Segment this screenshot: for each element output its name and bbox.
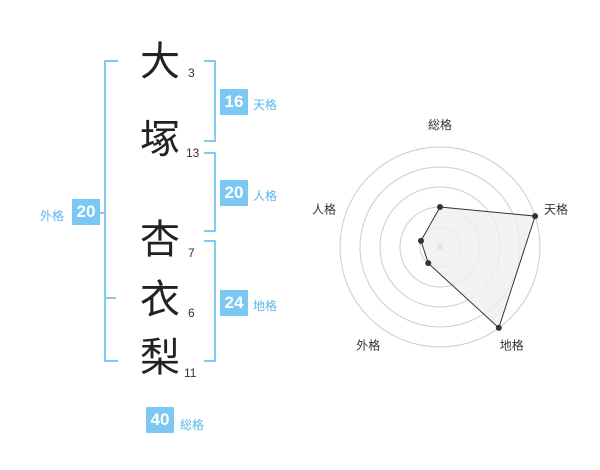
tenkaku-label: 天格 xyxy=(253,98,278,112)
jinkaku-label: 人格 xyxy=(253,189,278,203)
radar-axis-label-5: 人格 xyxy=(312,201,336,216)
radar-axis-label-4: 外格 xyxy=(356,338,380,353)
stroke-count-5: 11 xyxy=(184,366,197,380)
kanji-char-5: 梨 xyxy=(140,335,180,381)
radar-axis-label-3: 地格 xyxy=(500,338,524,353)
jinkaku-value-box: 20 xyxy=(220,180,248,206)
stroke-count-4: 6 xyxy=(188,306,195,320)
kanji-char-1: 大 xyxy=(140,39,180,85)
radar-axis-label-2: 天格 xyxy=(544,201,568,216)
radar-point-3 xyxy=(495,324,502,331)
radar-point-5 xyxy=(417,237,424,244)
gaikaku-value-box: 20 xyxy=(72,199,100,225)
kanji-char-3: 杏 xyxy=(140,217,180,263)
stroke-count-2: 13 xyxy=(186,146,200,160)
radar-series-polygon xyxy=(420,206,536,329)
chikaku-label: 地格 xyxy=(253,299,278,313)
tenkaku-value-box: 16 xyxy=(220,89,248,115)
tenkaku-bracket xyxy=(204,60,216,142)
kanji-char-2: 塚 xyxy=(140,117,180,163)
kanji-char-4: 衣 xyxy=(140,277,180,323)
stroke-count-3: 7 xyxy=(188,246,195,260)
gaikaku-bracket xyxy=(104,60,118,362)
soukaku-label: 総格 xyxy=(180,418,205,432)
radar-point-4 xyxy=(425,260,432,267)
radar-point-2 xyxy=(532,213,539,220)
radar-ring-5 xyxy=(339,146,541,348)
chikaku-value-box: 24 xyxy=(220,290,248,316)
radar-point-1 xyxy=(437,204,443,210)
radar-axis-label-1: 総格 xyxy=(428,117,452,132)
gaikaku-bracket-tick xyxy=(104,297,116,299)
soukaku-value-box: 40 xyxy=(146,407,174,433)
gaikaku-label: 外格 xyxy=(40,209,65,223)
jinkaku-bracket xyxy=(204,152,216,232)
chikaku-bracket xyxy=(204,240,216,362)
stroke-count-1: 3 xyxy=(188,66,195,80)
